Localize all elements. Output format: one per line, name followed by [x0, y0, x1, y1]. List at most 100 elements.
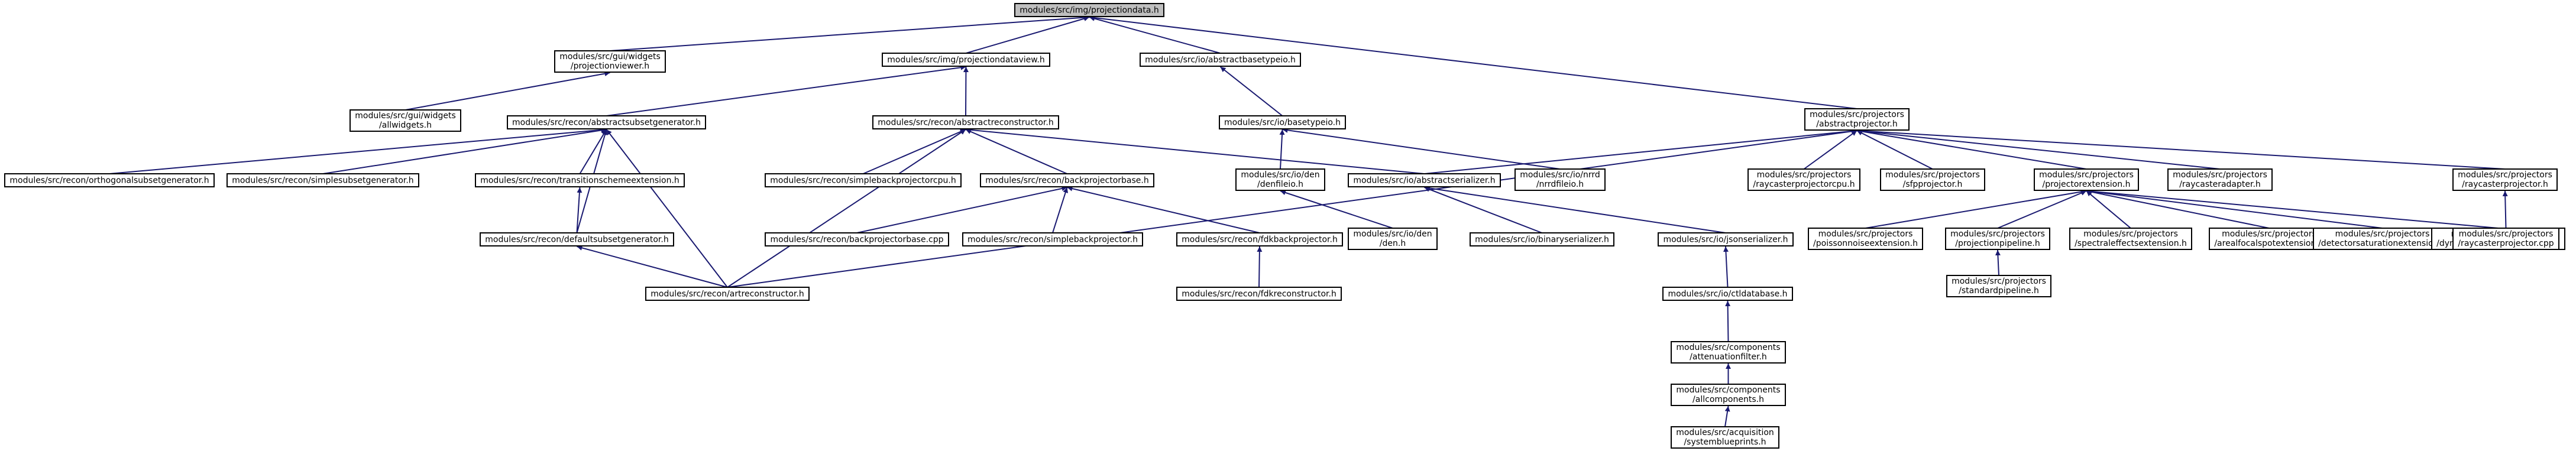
node-label: /raycasteradapter.h	[2179, 180, 2261, 189]
node-basetypeio[interactable]: modules/src/io/basetypeio.h	[1219, 115, 1346, 129]
node-label: modules/src/projectors	[2173, 170, 2267, 180]
node-projectiondataview[interactable]: modules/src/img/projectiondataview.h	[882, 53, 1050, 67]
node-label: /detectorsaturationextension.h	[2318, 239, 2446, 248]
node-label: modules/src/recon/fdkbackprojector.h	[1182, 235, 1338, 245]
node-projectionviewer[interactable]: modules/src/gui/widgets/projectionviewer…	[554, 50, 666, 73]
node-box	[2167, 168, 2273, 191]
edge-backprojectorbase-to-abstractreconstructor	[965, 129, 1067, 174]
node-box	[1880, 168, 1985, 191]
edge-abstractserializer-to-abstractprojector	[1424, 128, 1857, 174]
node-label: modules/src/io/nrrd	[1520, 170, 1600, 180]
node-box	[1348, 173, 1501, 187]
edge-artreconstructor-to-defaultsubsetgenerator	[577, 245, 728, 288]
node-box	[1348, 228, 1438, 250]
edge-mrcfileio-to-basetypeio	[1282, 127, 1561, 170]
edge-binaryserializer-to-abstractserializer	[1424, 187, 1542, 233]
node-label: modules/src/io/den	[1241, 170, 1319, 180]
edge-defaultsubsetgenerator-to-transitionschemeextension	[576, 187, 582, 233]
node-allcomponents[interactable]: modules/src/components/allcomponents.h	[1671, 384, 1786, 406]
node-abstractserializer[interactable]: modules/src/io/abstractserializer.h	[1348, 173, 1501, 187]
node-box	[2034, 168, 2139, 191]
node-spectraleffectsextension[interactable]: modules/src/projectors/spectraleffectsex…	[2069, 228, 2192, 250]
edge-artreconstructor-to-abstractsubsetgenerator	[606, 129, 728, 288]
node-attenuationfilter[interactable]: modules/src/components/attenuationfilter…	[1671, 341, 1786, 364]
edge-abstractbasetypeio-to-projectiondata	[1089, 16, 1221, 54]
edge-raycasteradapter-to-abstractprojector	[1856, 128, 2221, 170]
node-label: /raycasterprojector.h	[2462, 180, 2548, 189]
node-abstractprojector[interactable]: modules/src/projectors/abstractprojector…	[1804, 108, 1910, 131]
node-raycasterprojectorcpu[interactable]: modules/src/projectors/raycasterprojecto…	[1747, 168, 1860, 191]
node-label: /raycasterprojectorcpu.h	[1753, 180, 1855, 189]
node-label: modules/src/img/projectiondata.h	[1020, 6, 1159, 15]
node-ctldatabase[interactable]: modules/src/io/ctldatabase.h	[1662, 287, 1793, 301]
node-projectiondata[interactable]: modules/src/img/projectiondata.h	[1014, 3, 1164, 17]
node-label: modules/src/recon/backprojectorbase.cpp	[770, 235, 943, 245]
node-label: modules/src/io/abstractserializer.h	[1353, 176, 1495, 186]
node-orthogonalsubsetgenerator[interactable]: modules/src/recon/orthogonalsubsetgenera…	[4, 173, 215, 187]
node-transitionschemeextension[interactable]: modules/src/recon/transitionschemeextens…	[475, 173, 685, 187]
edge-den-to-denfileio	[1280, 190, 1393, 229]
node-simplesubsetgenerator[interactable]: modules/src/recon/simplesubsetgenerator.…	[226, 173, 419, 187]
node-label: modules/src/projectors	[2222, 229, 2316, 239]
node-box	[1808, 228, 1923, 250]
node-label: /abstractprojector.h	[1816, 119, 1897, 129]
node-label: /poissonnoiseextension.h	[1813, 239, 1918, 248]
node-artreconstructor[interactable]: modules/src/recon/artreconstructor.h	[645, 287, 810, 301]
node-label: modules/src/recon/transitionschemeextens…	[480, 176, 679, 186]
edge-denfileio-to-basetypeio	[1279, 129, 1285, 170]
node-label: /systemblueprints.h	[1684, 437, 1766, 447]
node-simplebackprojectorcpu[interactable]: modules/src/recon/simplebackprojectorcpu…	[765, 173, 962, 187]
edge-projectorextension-to-abstractprojector	[1856, 129, 2087, 170]
node-box	[765, 232, 949, 246]
edge-artreconstructor-to-abstractprojector	[727, 128, 1857, 288]
node-denfileio[interactable]: modules/src/io/den/denfileio.h	[1235, 168, 1325, 191]
node-poissonnoiseextension[interactable]: modules/src/projectors/poissonnoiseexten…	[1808, 228, 1923, 250]
node-abstractbasetypeio[interactable]: modules/src/io/abstractbasetypeio.h	[1140, 53, 1301, 67]
node-box	[1219, 115, 1346, 129]
node-label: modules/src/projectors	[1950, 229, 2045, 239]
node-defaultsubsetgenerator[interactable]: modules/src/recon/defaultsubsetgenerator…	[480, 232, 674, 246]
node-label: modules/src/recon/defaultsubsetgenerator…	[485, 235, 668, 245]
edge-layer	[109, 15, 2508, 427]
node-detectorsaturationextension[interactable]: modules/src/projectors/detectorsaturatio…	[2313, 228, 2452, 250]
node-label: /nrrdfileio.h	[1536, 180, 1584, 189]
node-allwidgets[interactable]: modules/src/gui/widgets/allwidgets.h	[349, 109, 461, 132]
edge-simplebackprojectorcpu-to-abstractreconstructor	[863, 129, 966, 174]
node-box	[882, 53, 1050, 67]
edge-fdkreconstructor-to-fdkbackprojector	[1257, 246, 1263, 288]
node-raycasterprojector[interactable]: modules/src/projectors/raycasterprojecto…	[2452, 168, 2558, 191]
node-abstractreconstructor[interactable]: modules/src/recon/abstractreconstructor.…	[872, 115, 1059, 129]
node-label: /denfileio.h	[1257, 180, 1303, 189]
node-label: modules/src/recon/simplebackprojector.h	[967, 235, 1138, 245]
node-label: modules/src/components	[1676, 385, 1780, 395]
edge-abstractsubsetgenerator-to-projectiondataview	[606, 64, 966, 116]
node-projectorextension[interactable]: modules/src/projectors/projectorextensio…	[2034, 168, 2139, 191]
node-fdkbackprojector[interactable]: modules/src/recon/fdkbackprojector.h	[1176, 232, 1343, 246]
node-label: modules/src/recon/simplesubsetgenerator.…	[232, 176, 413, 186]
node-abstractsubsetgenerator[interactable]: modules/src/recon/abstractsubsetgenerato…	[507, 115, 706, 129]
edge-dynamicprojectorextension-to-projectorextension	[2086, 189, 2499, 229]
node-mrcfileio[interactable]: modules/src/io/nrrd/nrrdfileio.h	[1514, 168, 1606, 191]
node-box	[2452, 228, 2559, 250]
node-box	[1014, 3, 1164, 17]
node-projectionpipeline[interactable]: modules/src/projectors/projectionpipelin…	[1945, 228, 2050, 250]
node-den[interactable]: modules/src/io/den/den.h	[1348, 228, 1438, 250]
node-simplebackprojector[interactable]: modules/src/recon/simplebackprojector.h	[962, 232, 1143, 246]
node-backprojectorbase[interactable]: modules/src/recon/backprojectorbase.h	[980, 173, 1154, 187]
node-box	[962, 232, 1143, 246]
node-systemblueprints[interactable]: modules/src/acquisition/systemblueprints…	[1671, 426, 1779, 449]
node-fdkreconstructor[interactable]: modules/src/recon/fdkreconstructor.h	[1176, 287, 1342, 301]
node-box	[226, 173, 419, 187]
edge-raycasterprojectorcpu-to-abstractprojector	[1803, 130, 1857, 170]
node-sfpprojector[interactable]: modules/src/projectors/sfpprojector.h	[1880, 168, 1985, 191]
node-raycasteradapter[interactable]: modules/src/projectors/raycasteradapter.…	[2167, 168, 2273, 191]
node-box	[1235, 168, 1325, 191]
node-binaryserializer[interactable]: modules/src/io/binaryserializer.h	[1470, 232, 1614, 246]
node-raycasterprojector-cpp[interactable]: modules/src/projectors/raycasterprojecto…	[2452, 228, 2559, 250]
node-arealfocalspotextension[interactable]: modules/src/projectors/arealfocalspotext…	[2209, 228, 2329, 250]
node-jsonserializer[interactable]: modules/src/io/jsonserializer.h	[1658, 232, 1794, 246]
node-backprojectorbase-cpp[interactable]: modules/src/recon/backprojectorbase.cpp	[765, 232, 949, 246]
node-standardpipeline[interactable]: modules/src/projectors/standardpipeline.…	[1946, 275, 2051, 297]
edge-simplesubsetgenerator-to-abstractsubsetgenerator	[322, 127, 607, 174]
